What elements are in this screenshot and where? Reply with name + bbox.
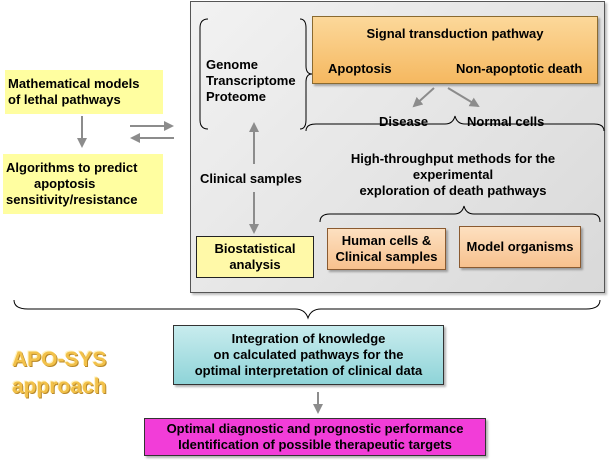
outcome-normal-cells: Normal cells: [467, 114, 545, 129]
human-cells-line1: Human cells &: [341, 233, 432, 248]
models-line1: Mathematical models: [8, 76, 140, 91]
optimal-performance-box: Optimal diagnostic and prognostic perfor…: [144, 418, 486, 456]
biostat-line2: analysis: [229, 257, 281, 272]
model-organisms-label: Model organisms: [466, 239, 574, 254]
human-cells-box: Human cells & Clinical samples: [327, 228, 446, 270]
integration-line1: Integration of knowledge: [231, 331, 386, 346]
algorithms-box: Algorithms to predict apoptosis sensitiv…: [3, 154, 163, 214]
optimal-line2: Identification of possible therapeutic t…: [178, 437, 452, 452]
outcome-disease: Disease: [379, 114, 429, 129]
omics-transcriptome: Transcriptome: [206, 73, 296, 88]
integration-line2: on calculated pathways for the: [213, 347, 404, 362]
signal-apoptosis: Apoptosis: [328, 61, 392, 76]
omics-genome: Genome: [206, 57, 259, 72]
apo-sys-line1: APO-SYS: [12, 348, 107, 371]
high-throughput-line1: High-throughput methods for the: [350, 151, 556, 166]
omics-list: Genome Transcriptome Proteome: [206, 57, 296, 105]
optimal-line1: Optimal diagnostic and prognostic perfor…: [166, 421, 464, 436]
omics-proteome: Proteome: [206, 89, 266, 104]
arrow-to-normal: [447, 87, 480, 108]
arrow-to-disease: [412, 87, 435, 108]
mathematical-models-box: Mathematical models of lethal pathways: [5, 70, 163, 114]
methods-brace: [319, 205, 601, 223]
models-line2: of lethal pathways: [8, 92, 121, 107]
high-throughput-line2: experimental: [412, 167, 494, 182]
clinical-samples-label: Clinical samples: [200, 171, 302, 186]
biostatistical-box: Biostatistical analysis: [196, 236, 314, 278]
apo-sys-label: APO-SYS approach: [12, 346, 107, 400]
biostat-line1: Biostatistical: [214, 241, 296, 256]
signal-title: Signal transduction pathway: [366, 26, 544, 41]
outcomes-brace: [305, 115, 605, 132]
integration-line3: optimal interpretation of clinical data: [194, 363, 423, 378]
omics-brace-right: [299, 18, 313, 130]
algorithms-line1: Algorithms to predict: [6, 160, 138, 175]
high-throughput-text: High-throughput methods for the experime…: [318, 151, 588, 199]
model-organisms-box: Model organisms: [459, 226, 581, 268]
algorithms-line3: sensitivity/resistance: [6, 192, 138, 207]
apo-sys-line2: approach: [12, 375, 107, 398]
human-cells-line2: Clinical samples: [335, 249, 438, 264]
signal-non-apoptotic: Non-apoptotic death: [456, 61, 583, 76]
overall-brace: [13, 299, 601, 320]
algorithms-line2: apoptosis: [34, 176, 96, 191]
integration-box: Integration of knowledge on calculated p…: [173, 325, 444, 385]
omics-bracket: [199, 18, 209, 130]
high-throughput-line3: exploration of death pathways: [359, 183, 547, 198]
signal-transduction-box: Signal transduction pathway: [312, 16, 598, 84]
